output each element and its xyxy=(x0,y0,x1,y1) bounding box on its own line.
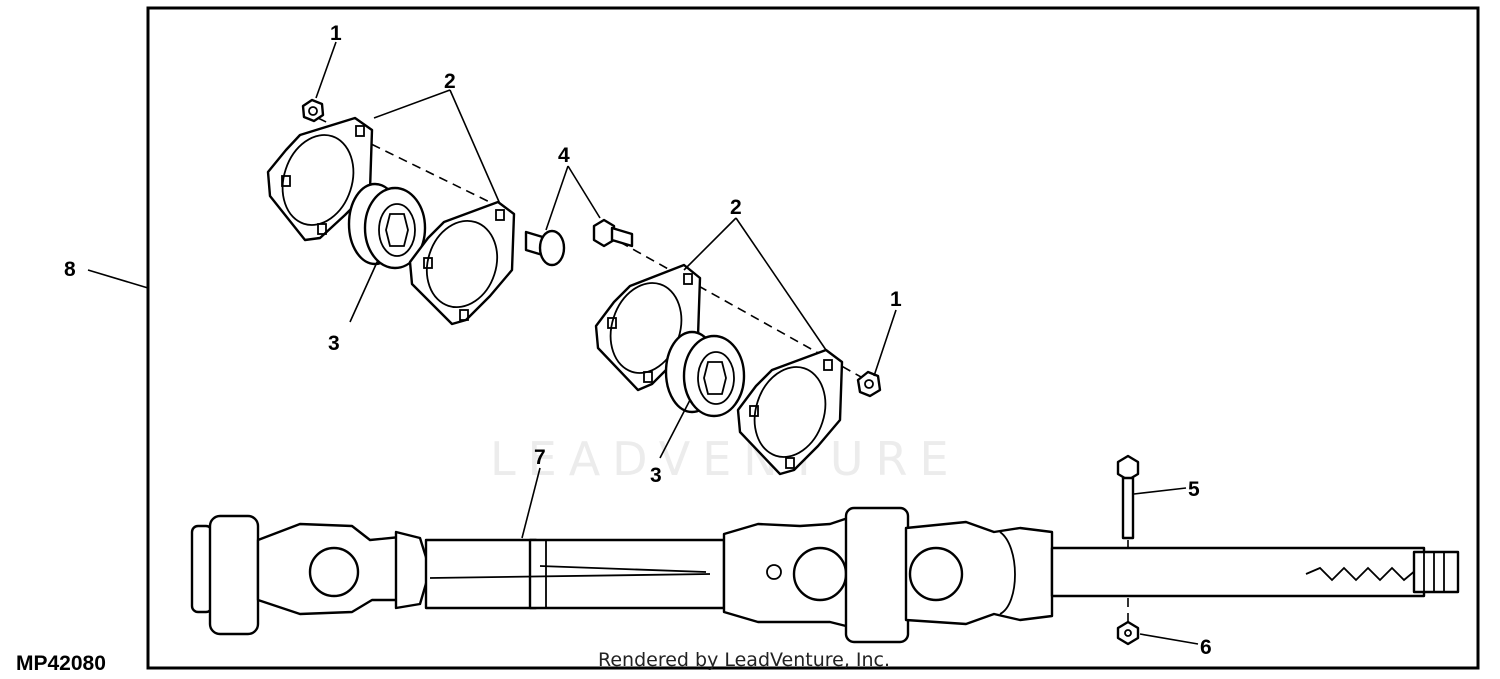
render-credit: Rendered by LeadVenture, Inc. xyxy=(598,649,890,671)
bearing-assembly-upper xyxy=(266,98,566,326)
bolt-part-4-upper xyxy=(524,229,566,267)
callout-2-lower: 2 xyxy=(730,196,742,219)
callout-1-upper: 1 xyxy=(330,22,342,45)
callout-4: 4 xyxy=(558,144,570,167)
bearing-part-3-upper xyxy=(347,182,427,270)
callout-7: 7 xyxy=(534,446,546,469)
callout-5: 5 xyxy=(1188,478,1200,501)
diagram-id: MP42080 xyxy=(16,652,106,675)
nut-part-1-lower xyxy=(856,370,882,398)
callout-8: 8 xyxy=(64,258,76,281)
flange-part-2-upper-right xyxy=(408,200,516,326)
leader-lines xyxy=(87,41,1199,645)
flange-part-2-lower-right xyxy=(736,348,844,476)
bearing-assembly-lower xyxy=(592,218,882,476)
drive-shaft-part-7 xyxy=(190,506,1460,644)
diagram-frame xyxy=(146,6,1480,670)
bolt-part-4-lower xyxy=(592,218,634,248)
callout-6: 6 xyxy=(1200,636,1212,659)
callout-3-lower: 3 xyxy=(650,464,662,487)
bearing-part-3-lower xyxy=(664,330,746,418)
callout-1-lower: 1 xyxy=(890,288,902,311)
watermark-text: LEADVENTURE xyxy=(490,432,961,486)
callout-2-upper: 2 xyxy=(444,70,456,93)
bolt-part-5 xyxy=(1116,454,1140,548)
callout-3-upper: 3 xyxy=(328,332,340,355)
nut-part-1-upper xyxy=(301,98,325,123)
nut-part-6 xyxy=(1116,598,1140,646)
